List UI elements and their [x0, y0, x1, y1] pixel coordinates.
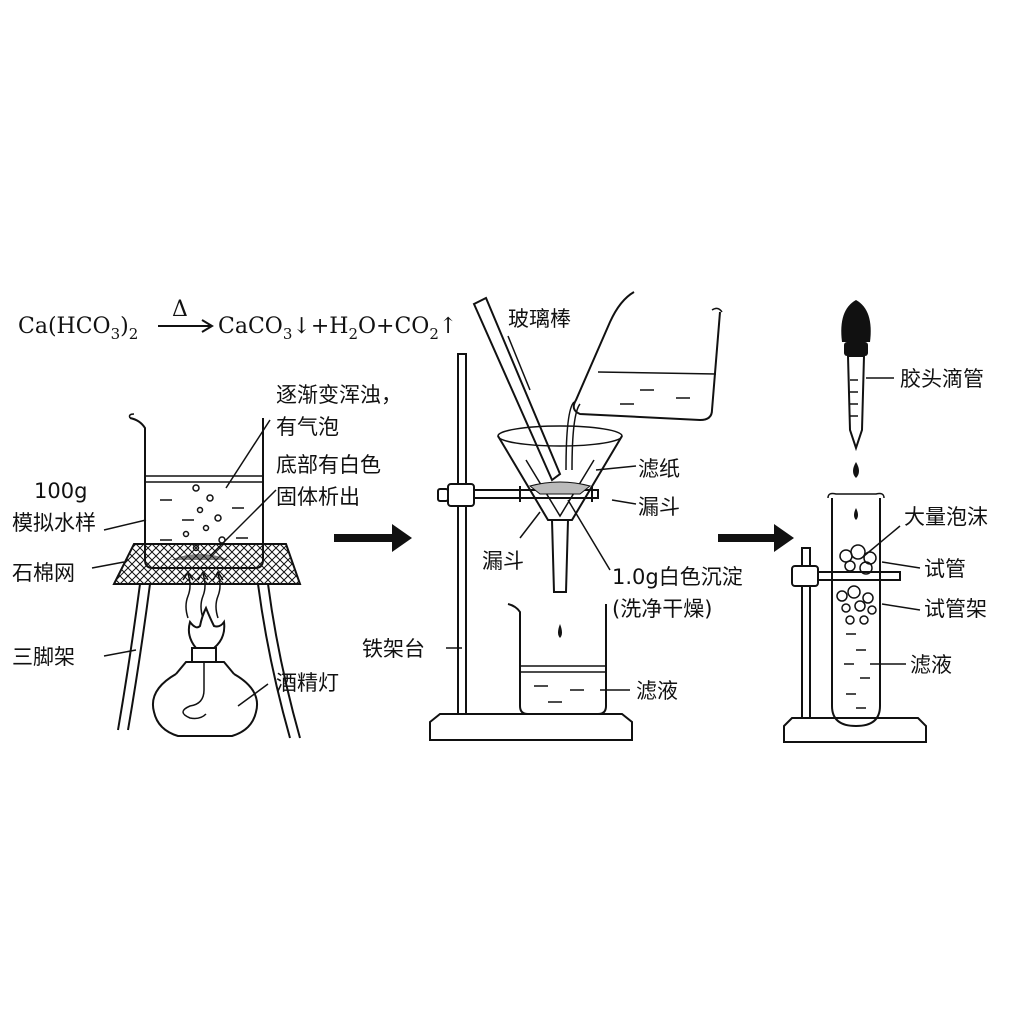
- obs-white-label: 底部有白色: [276, 453, 381, 477]
- gauze-label: 石棉网: [12, 561, 75, 585]
- tripod-label: 三脚架: [12, 645, 75, 669]
- obs-bubbles-label: 有气泡: [276, 415, 339, 439]
- step-arrow-2: [718, 524, 794, 552]
- filtration-apparatus: 玻璃棒 滤纸 漏斗 漏斗 1.0g白色沉淀 (洗净干燥) 铁架台 滤液: [362, 291, 743, 741]
- dropper-label: 胶头滴管: [900, 367, 984, 391]
- dropper-drop-icon: [853, 462, 859, 478]
- rack-label: 试管架: [924, 597, 987, 621]
- step1-leaders: [91, 419, 277, 707]
- precipitate-note-label: (洗净干燥): [612, 597, 712, 621]
- funnel-label-right: 漏斗: [638, 495, 680, 519]
- foam-label: 大量泡沫: [904, 505, 988, 529]
- sample-mass-label: 100g: [34, 479, 87, 503]
- alcohol-lamp: [152, 605, 258, 737]
- precipitate-label: 1.0g白色沉淀: [612, 565, 743, 589]
- foam-test-apparatus: 胶头滴管 大量泡沫 试管 试管架 滤液: [783, 300, 988, 743]
- eq-condition: Δ: [172, 297, 188, 322]
- test-tube: [827, 492, 885, 728]
- sample-name-label: 模拟水样: [12, 511, 96, 535]
- obs-solid-label: 固体析出: [276, 485, 360, 509]
- funnel: [497, 425, 623, 593]
- asbestos-gauze: [112, 543, 302, 585]
- test-tube-liquid: [844, 633, 870, 709]
- glass-rod: [472, 296, 562, 482]
- beaker-1-liquid-dashes: [160, 499, 248, 541]
- svg-text:CaCO3↓+H2O+CO2↑: CaCO3↓+H2O+CO2↑: [218, 314, 457, 343]
- step-arrow-1: [334, 524, 412, 552]
- tripod: [117, 583, 301, 739]
- drop-icon: [558, 624, 562, 638]
- heat-arrows: [182, 570, 224, 619]
- reaction-equation: Ca(HCO3)2 Δ CaCO3↓+H2O+CO2↑: [18, 297, 457, 343]
- foam-bubbles: [836, 544, 877, 625]
- step3-leaders: [863, 377, 921, 665]
- filtrate-label-3: 滤液: [910, 653, 952, 677]
- pouring-beaker: [565, 291, 723, 471]
- filter-paper-label: 滤纸: [638, 457, 680, 481]
- eq-arrow-head: [201, 319, 214, 333]
- gas-bubbles: [182, 484, 226, 552]
- iron-stand: [429, 353, 633, 741]
- filtrate-label-2: 滤液: [636, 679, 678, 703]
- heating-apparatus: 逐渐变浑浊， 有气泡 底部有白色 固体析出 100g 模拟水样 石棉网 三脚架 …: [12, 383, 402, 739]
- white-precipitate: [528, 481, 592, 495]
- step2-leaders: [446, 335, 637, 691]
- test-tube-label: 试管: [924, 557, 966, 581]
- stand-label: 铁架台: [362, 637, 425, 661]
- filtrate-beaker: [507, 603, 607, 715]
- dropper: [841, 300, 871, 478]
- eq-reactant: Ca(HCO: [18, 314, 111, 339]
- glass-rod-label: 玻璃棒: [508, 307, 571, 331]
- funnel-label-left: 漏斗: [482, 549, 524, 573]
- obs-turbid-label: 逐渐变浑浊，: [276, 383, 402, 407]
- lamp-label: 酒精灯: [276, 671, 339, 695]
- svg-text:Ca(HCO3)2: Ca(HCO3)2: [18, 314, 138, 343]
- test-tube-rack: [783, 547, 927, 743]
